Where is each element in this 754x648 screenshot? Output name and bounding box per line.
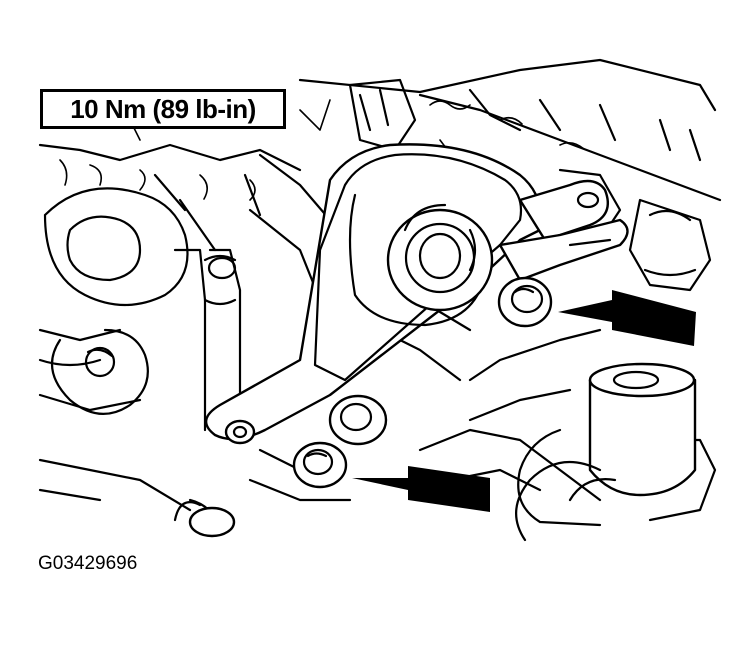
round-fitting (515, 362, 697, 542)
upper-right-bolt-arrow (558, 290, 696, 346)
mounting-bosses (188, 394, 388, 538)
torque-spec-label: 10 Nm (89 lb-in) (40, 89, 286, 129)
central-hub (386, 203, 494, 312)
figure-id: G03429696 (38, 553, 138, 574)
lower-bolt-arrow (352, 466, 490, 512)
bolt-right (497, 276, 553, 328)
bolt-lower (292, 441, 348, 489)
